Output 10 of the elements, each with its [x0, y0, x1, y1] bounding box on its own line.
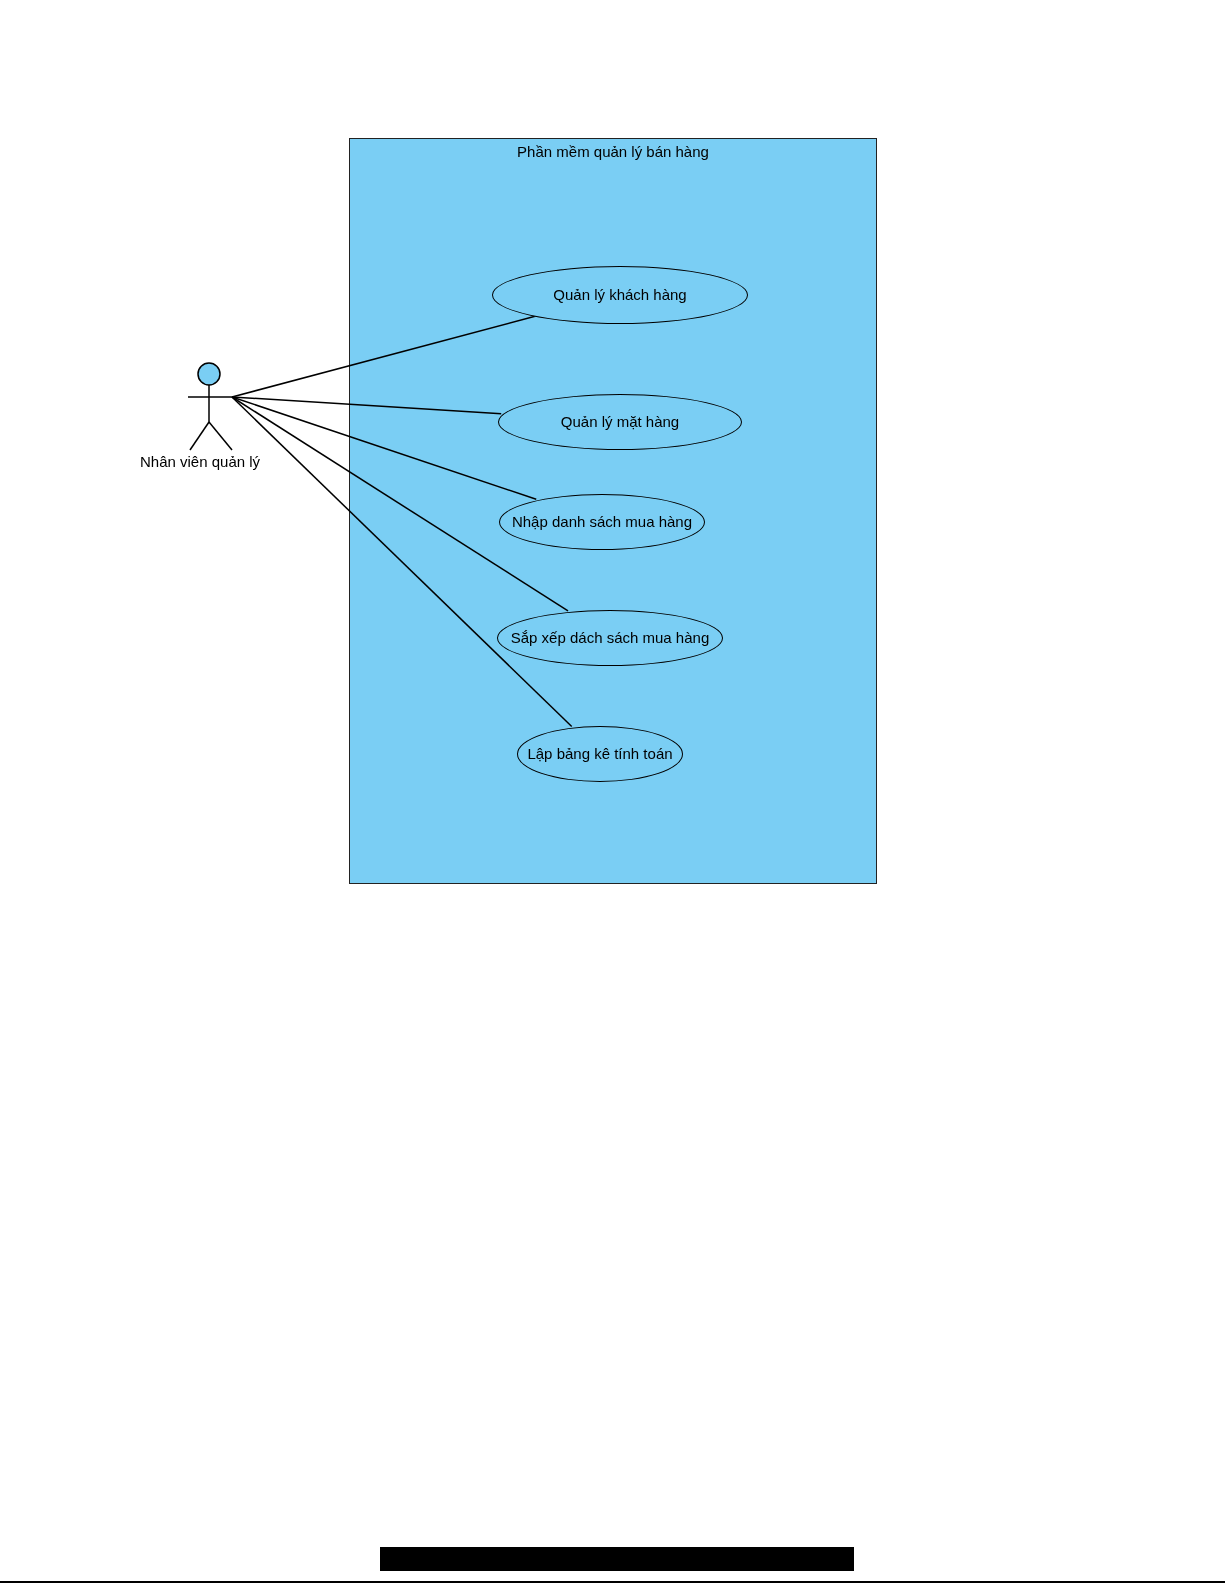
association-line: [231, 396, 502, 415]
use-case-ellipse: Lập bảng kê tính toán: [517, 726, 683, 782]
system-boundary: [349, 138, 877, 884]
use-case-ellipse: Nhập danh sách mua hàng: [499, 494, 705, 550]
association-line: [231, 396, 537, 500]
use-case-ellipse: Quản lý khách hàng: [492, 266, 748, 324]
system-title: Phần mềm quản lý bán hàng: [516, 142, 710, 162]
association-line: [231, 396, 573, 728]
use-case-ellipse: Sắp xếp dách sách mua hàng: [497, 610, 723, 666]
use-case-ellipse: Quản lý mặt hàng: [498, 394, 742, 450]
